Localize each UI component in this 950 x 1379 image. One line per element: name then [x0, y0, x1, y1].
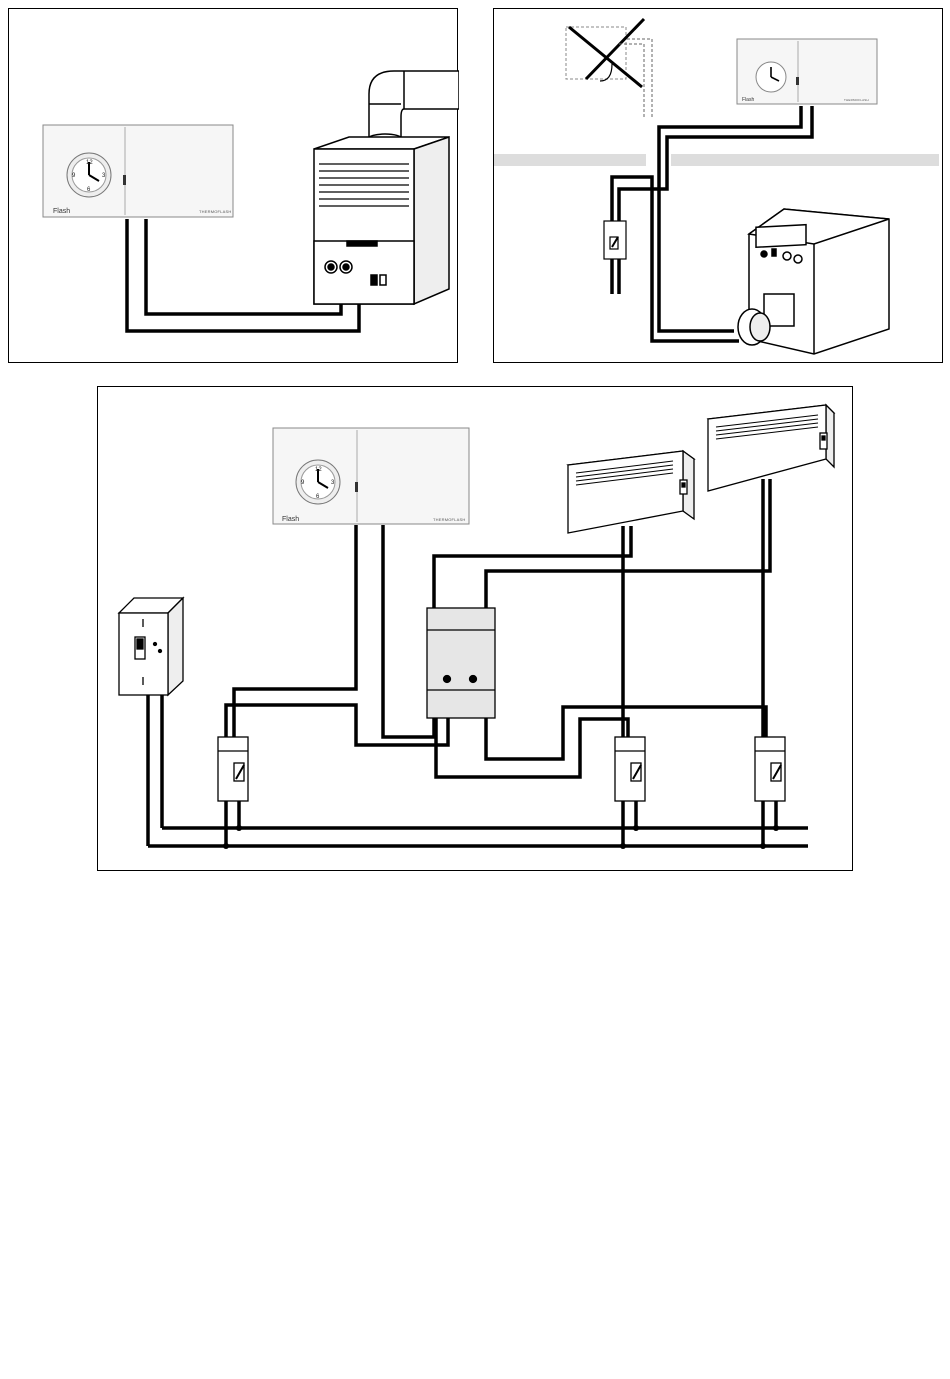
thermostat-brand: Flash — [53, 208, 70, 215]
panel-boiler-wiring: 12 3 6 9 Flash THERMOFLASH — [8, 8, 458, 363]
breaker-3 — [755, 737, 785, 801]
thermostat-brand-main: Flash — [282, 516, 299, 523]
contactor — [427, 608, 495, 718]
wall-band-right — [671, 154, 939, 166]
thermostat-unit: 12 3 6 9 Flash THERMOFLASH — [43, 125, 233, 217]
boiler-wiring-diagram: 12 3 6 9 Flash THERMOFLASH — [9, 9, 459, 364]
main-switch-box — [119, 598, 183, 695]
flue-pipe — [368, 71, 459, 144]
thermostat-model: THERMOFLASH — [199, 209, 231, 214]
oil-burner — [738, 209, 889, 354]
wrong-position-marker — [566, 19, 652, 119]
panel-electric-heater-wiring: 12 3 6 9 Flash THERMOFLASH — [97, 386, 853, 871]
breaker-1 — [218, 737, 248, 801]
thermostat-model-small: THERMOFLASH — [844, 98, 869, 102]
thermostat-brand-small: Flash — [742, 97, 754, 103]
thermostat-model-main: THERMOFLASH — [433, 517, 465, 522]
gas-boiler — [314, 137, 449, 304]
burner-wiring-diagram: Flash THERMOFLASH — [494, 9, 944, 364]
wall-band-left — [494, 154, 646, 166]
electric-heater-2 — [708, 405, 834, 491]
dial-12: 12 — [86, 160, 93, 166]
thermostat-unit-small: Flash THERMOFLASH — [737, 39, 877, 104]
breaker-2 — [615, 737, 645, 801]
panel-burner-wiring: Flash THERMOFLASH — [493, 8, 943, 363]
electric-heater-wiring-diagram: 12 3 6 9 Flash THERMOFLASH — [98, 387, 854, 872]
electric-heater-1 — [568, 451, 694, 533]
circuit-breaker — [604, 221, 626, 259]
dial-12-main: 12 — [315, 467, 322, 473]
thermostat-unit-main: 12 3 6 9 Flash THERMOFLASH — [273, 428, 469, 524]
